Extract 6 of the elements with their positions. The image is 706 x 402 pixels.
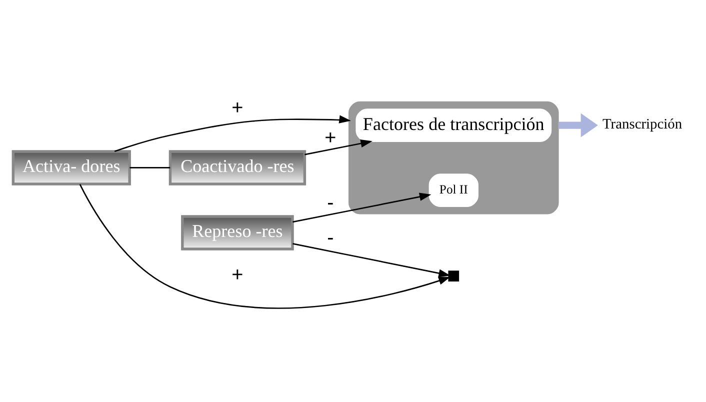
edge-label: + <box>232 96 244 119</box>
edge-label: - <box>327 226 334 249</box>
edge-label: + <box>232 264 244 286</box>
edge-label: + <box>324 126 336 148</box>
edge-label: - <box>327 191 334 214</box>
node-text: Transcripción <box>602 116 682 132</box>
